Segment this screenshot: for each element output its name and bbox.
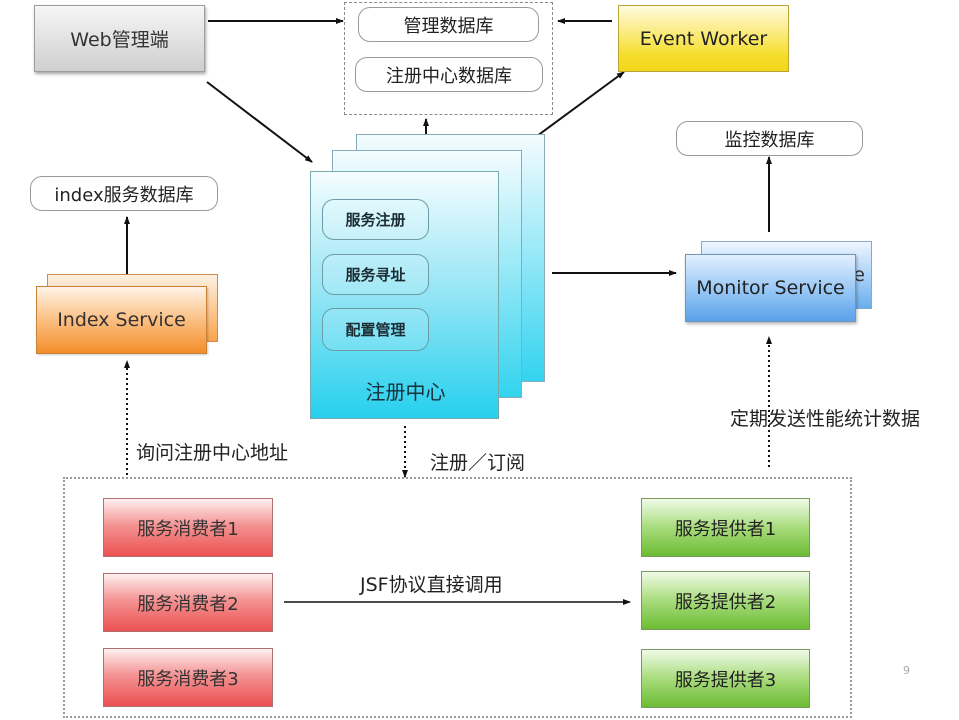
jsf-direct-call-label: JSF协议直接调用 [360,574,503,596]
provider-label: 服务提供者3 [674,669,777,691]
management-db-label: 管理数据库 [403,15,494,37]
service-consumer-3[interactable]: 服务消费者3 [103,648,273,707]
database-group [344,2,553,115]
monitor-db-label: 监控数据库 [724,129,815,151]
registry-center-node[interactable]: 服务注册 服务寻址 配置管理 注册中心 [310,171,499,419]
send-perf-stats-label: 定期发送性能统计数据 [730,408,921,430]
page-number: 9 [903,664,910,677]
service-provider-1[interactable]: 服务提供者1 [641,498,810,557]
monitor-db-node[interactable]: 监控数据库 [676,121,863,156]
registry-center-title: 注册中心 [365,379,446,404]
monitor-service-replica-label: e [853,264,865,286]
registry-module-service-discovery[interactable]: 服务寻址 [322,254,429,295]
edge-web-to-registry [206,81,313,163]
provider-label: 服务提供者2 [674,591,777,613]
index-service-node[interactable]: Index Service [36,286,207,354]
module-label: 服务寻址 [345,266,406,284]
service-provider-3[interactable]: 服务提供者3 [641,649,810,708]
event-worker-label: Event Worker [639,27,768,50]
event-worker-node[interactable]: Event Worker [618,5,789,72]
monitor-service-node[interactable]: Monitor Service [685,254,856,322]
service-provider-2[interactable]: 服务提供者2 [641,571,810,630]
web-admin-node[interactable]: Web管理端 [34,5,205,72]
index-db-label: index服务数据库 [54,184,194,206]
registry-db-label: 注册中心数据库 [386,65,512,87]
registry-module-service-register[interactable]: 服务注册 [322,199,429,240]
registry-db-node[interactable]: 注册中心数据库 [355,57,543,92]
register-subscribe-label: 注册／订阅 [430,452,526,474]
consumer-label: 服务消费者1 [137,518,239,540]
monitor-service-label: Monitor Service [696,277,845,299]
module-label: 配置管理 [345,321,406,339]
web-admin-label: Web管理端 [70,29,169,51]
service-consumer-2[interactable]: 服务消费者2 [103,573,273,632]
service-client-group [63,477,852,718]
management-db-node[interactable]: 管理数据库 [358,7,539,42]
provider-label: 服务提供者1 [674,518,777,540]
index-service-label: Index Service [57,309,186,331]
index-db-node[interactable]: index服务数据库 [30,176,218,211]
registry-module-config-management[interactable]: 配置管理 [322,308,429,351]
consumer-label: 服务消费者3 [137,668,239,690]
ask-registry-address-label: 询问注册中心地址 [136,442,289,464]
module-label: 服务注册 [345,211,406,229]
service-consumer-1[interactable]: 服务消费者1 [103,498,273,557]
consumer-label: 服务消费者2 [137,593,239,615]
